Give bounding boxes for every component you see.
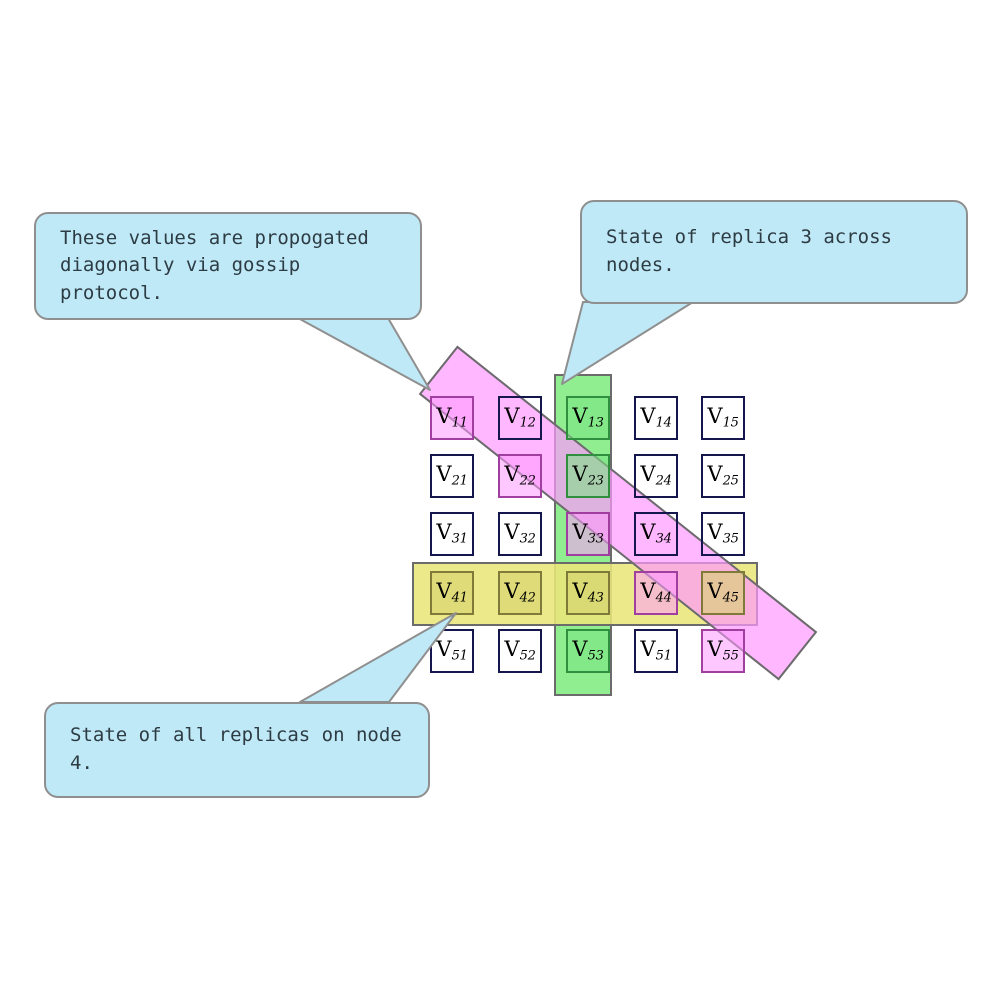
matrix-cell-r1c3[interactable]: V13 [566,396,610,440]
matrix-cell-r3c2[interactable]: V32 [498,512,542,556]
cell-label-r5c5: V55 [707,637,739,664]
matrix-cell-r4c1[interactable]: V41 [430,571,474,615]
cell-label-r3c1: V31 [436,520,468,547]
cell-label-r5c4: V51 [640,637,672,664]
callout-node-4[interactable]: State of all replicas on node 4. [44,702,430,798]
cell-label-r4c3: V43 [572,579,604,606]
matrix-cell-r3c4[interactable]: V34 [634,512,678,556]
cell-label-r1c1: V11 [436,404,468,431]
matrix-cell-r4c3[interactable]: V43 [566,571,610,615]
matrix-cell-r5c1[interactable]: V51 [430,629,474,673]
cell-label-r3c2: V32 [504,520,536,547]
matrix-cell-r2c4[interactable]: V24 [634,454,678,498]
cell-label-r3c5: V35 [707,520,739,547]
callout-replica-3[interactable]: State of replica 3 across nodes. [580,200,968,304]
cell-label-r2c3: V23 [572,462,604,489]
matrix-cell-r5c2[interactable]: V52 [498,629,542,673]
cell-label-r4c1: V41 [436,579,468,606]
matrix-cell-r1c5[interactable]: V15 [701,396,745,440]
cell-label-r2c4: V24 [640,462,672,489]
cell-label-r1c3: V13 [572,404,604,431]
matrix-cell-r4c5[interactable]: V45 [701,571,745,615]
cell-label-r5c2: V52 [504,637,536,664]
cell-label-r5c3: V53 [572,637,604,664]
matrix-cell-r3c5[interactable]: V35 [701,512,745,556]
matrix-cell-r3c1[interactable]: V31 [430,512,474,556]
matrix-cell-r2c1[interactable]: V21 [430,454,474,498]
cell-label-r1c5: V15 [707,404,739,431]
matrix-cell-r5c3[interactable]: V53 [566,629,610,673]
matrix-cell-r5c5[interactable]: V55 [701,629,745,673]
matrix-cell-r1c4[interactable]: V14 [634,396,678,440]
matrix-cell-r1c1[interactable]: V11 [430,396,474,440]
cell-label-r2c2: V22 [504,462,536,489]
matrix-cell-r3c3[interactable]: V33 [566,512,610,556]
matrix-cell-r2c5[interactable]: V25 [701,454,745,498]
matrix-cell-r4c2[interactable]: V42 [498,571,542,615]
cell-label-r5c1: V51 [436,637,468,664]
matrix-cell-r4c4[interactable]: V44 [634,571,678,615]
cell-label-r4c4: V44 [640,579,672,606]
matrix-cell-r2c3[interactable]: V23 [566,454,610,498]
matrix-cell-r1c2[interactable]: V12 [498,396,542,440]
callout-gossip[interactable]: These values are propogated diagonally v… [34,212,422,320]
cell-label-r3c4: V34 [640,520,672,547]
cell-label-r2c5: V25 [707,462,739,489]
matrix-cell-r2c2[interactable]: V22 [498,454,542,498]
cell-label-r3c3: V33 [572,520,604,547]
matrix-cell-r5c4[interactable]: V51 [634,629,678,673]
cell-label-r4c5: V45 [707,579,739,606]
cell-label-r1c4: V14 [640,404,672,431]
cell-label-r2c1: V21 [436,462,468,489]
cell-label-r4c2: V42 [504,579,536,606]
cell-label-r1c2: V12 [504,404,536,431]
